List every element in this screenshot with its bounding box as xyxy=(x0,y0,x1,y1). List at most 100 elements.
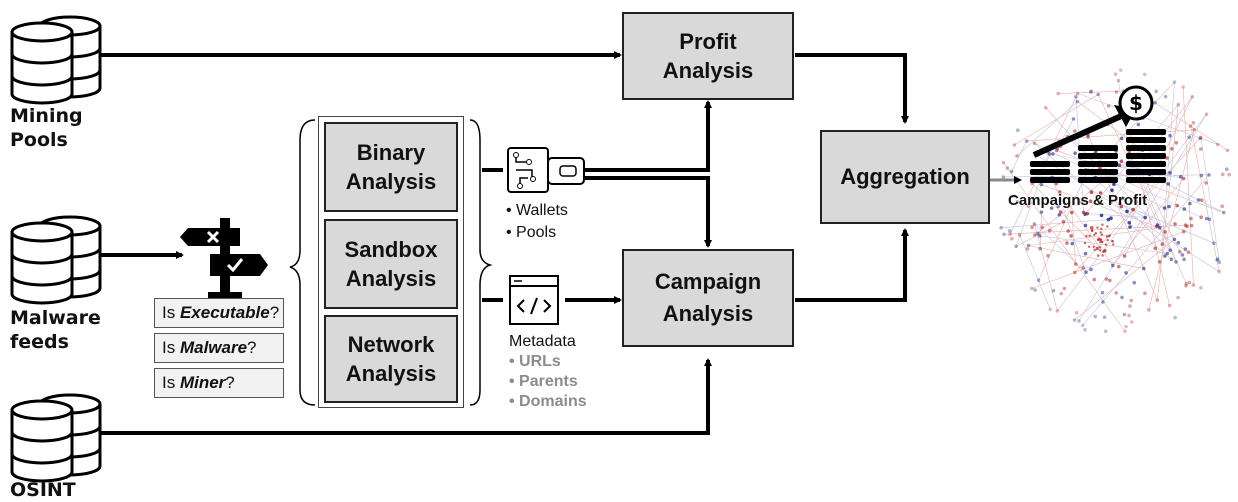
network-node xyxy=(1032,141,1037,146)
network-node xyxy=(1104,277,1109,281)
network-node xyxy=(1073,151,1077,155)
network-node xyxy=(1014,244,1018,249)
network-node xyxy=(1163,254,1167,258)
network-node xyxy=(1217,269,1221,274)
dollar-coin-icon: $ xyxy=(1118,85,1154,121)
network-node xyxy=(1162,206,1167,210)
source-mining-pools: Mining Pools xyxy=(10,104,83,152)
network-node xyxy=(1153,101,1157,105)
arrow-wallet-to-campaign xyxy=(585,176,712,248)
source-osint: OSINT xyxy=(10,479,76,501)
network-node xyxy=(1056,91,1060,96)
network-link xyxy=(1100,192,1146,218)
network-node xyxy=(1113,72,1118,76)
network-node xyxy=(1059,291,1064,296)
network-node xyxy=(1071,117,1076,121)
network-node xyxy=(1075,99,1080,104)
network-node xyxy=(1227,172,1231,177)
network-node xyxy=(1160,242,1165,246)
network-node xyxy=(1088,234,1091,238)
network-node xyxy=(1178,250,1182,254)
source-malware-feeds: Malware feeds xyxy=(10,306,101,354)
network-node xyxy=(1044,105,1048,110)
network-node xyxy=(1190,95,1195,99)
network-node xyxy=(1057,213,1062,217)
network-node xyxy=(1125,209,1129,214)
network-node xyxy=(1128,225,1132,229)
network-node xyxy=(1188,201,1192,206)
network-node xyxy=(1222,210,1226,215)
network-node xyxy=(1215,257,1220,261)
network-node xyxy=(1176,240,1181,245)
box-line: Analysis xyxy=(662,58,754,83)
network-node xyxy=(1167,204,1171,209)
network-node xyxy=(1127,221,1132,225)
network-link xyxy=(1200,137,1220,263)
network-node xyxy=(1106,225,1109,228)
network-link xyxy=(1124,217,1146,257)
network-node xyxy=(1114,90,1119,94)
network-node xyxy=(1119,68,1123,72)
filter-prefix: Is xyxy=(162,303,180,322)
box-line: Analysis xyxy=(345,169,437,194)
network-node xyxy=(1169,257,1174,262)
network-node xyxy=(1187,280,1192,285)
network-node xyxy=(1199,215,1203,219)
network-link xyxy=(1154,102,1228,151)
network-node xyxy=(1172,237,1177,242)
analysis-container xyxy=(318,116,464,408)
list-item: Domains xyxy=(509,392,587,412)
network-node xyxy=(1182,229,1186,234)
network-node xyxy=(1099,231,1102,234)
network-node xyxy=(1180,253,1185,257)
network-link xyxy=(1082,174,1210,326)
network-node xyxy=(1049,206,1054,210)
network-node xyxy=(1092,245,1095,248)
network-node xyxy=(1058,198,1062,203)
network-node xyxy=(1096,254,1100,257)
network-node xyxy=(1168,133,1172,138)
network-node xyxy=(1199,173,1204,178)
network-node xyxy=(1123,329,1127,334)
network-node xyxy=(1098,191,1103,195)
network-node xyxy=(1099,213,1104,218)
filter-miner: Is Miner? xyxy=(154,368,284,398)
network-link xyxy=(1057,114,1207,312)
network-node xyxy=(1142,266,1146,271)
network-link xyxy=(1031,231,1184,289)
network-node xyxy=(1183,247,1188,251)
network-node xyxy=(1033,288,1037,292)
network-node xyxy=(1009,169,1014,174)
network-node xyxy=(1073,129,1077,133)
svg-text:$: $ xyxy=(1129,91,1143,115)
network-node xyxy=(1083,251,1088,256)
network-node xyxy=(1215,258,1219,262)
network-node xyxy=(1070,241,1075,246)
network-node xyxy=(1103,329,1108,334)
money-stack-icon xyxy=(1030,105,1166,183)
network-link xyxy=(1051,177,1087,273)
network-node xyxy=(1174,260,1178,264)
network-node xyxy=(1129,298,1133,303)
network-node xyxy=(1080,323,1085,328)
filter-suffix: ? xyxy=(269,303,280,322)
network-node xyxy=(1101,254,1104,257)
network-link xyxy=(1001,219,1109,229)
network-node xyxy=(1051,288,1056,293)
network-node xyxy=(1134,200,1139,204)
network-node xyxy=(1119,136,1124,141)
network-node xyxy=(1143,215,1147,220)
network-node xyxy=(1088,90,1093,94)
network-node xyxy=(1026,243,1031,248)
wallet-items-list: Wallets Pools xyxy=(506,200,568,244)
network-link xyxy=(1190,126,1220,272)
list-item: URLs xyxy=(509,352,587,372)
network-node xyxy=(1047,228,1052,233)
network-node xyxy=(1077,319,1081,323)
network-node xyxy=(1015,154,1019,158)
network-node xyxy=(1136,122,1141,127)
network-node xyxy=(1106,217,1111,222)
